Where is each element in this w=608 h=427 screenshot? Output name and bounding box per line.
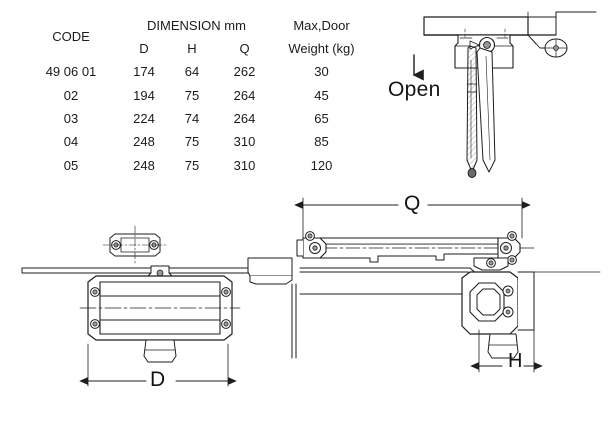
specification-table: CODE DIMENSION mm Max,Door D H Q Weight … (22, 14, 370, 177)
open-elevation-view (412, 11, 597, 178)
cell-d: 248 (133, 157, 155, 173)
cell-q: 264 (233, 110, 256, 126)
dimension-h-label: H (508, 350, 523, 372)
cell-code: 05 (63, 157, 79, 173)
cell-weight: 65 (314, 110, 329, 126)
table-row: 05 248 75 310 120 (22, 154, 370, 177)
cell-d: 174 (133, 64, 155, 80)
cell-weight: 85 (314, 134, 329, 150)
table-row: 49 06 01 174 64 262 30 (22, 61, 370, 84)
header-d: D (139, 41, 149, 57)
cell-q: 310 (233, 157, 256, 173)
cell-h: 75 (184, 134, 200, 150)
cell-d: 248 (133, 134, 155, 150)
table-header-row-1: CODE DIMENSION mm Max,Door (22, 14, 370, 43)
cell-q: 310 (233, 134, 256, 150)
cell-h: 75 (184, 87, 200, 103)
table-row: 03 224 74 264 65 (22, 107, 370, 130)
header-dimension: DIMENSION mm (147, 17, 246, 33)
table-row: 02 194 75 264 45 (22, 84, 370, 107)
dimension-h (470, 329, 543, 373)
dimension-d-label: D (150, 368, 166, 391)
cell-code: 49 06 01 (45, 64, 97, 80)
cell-weight: 45 (314, 87, 329, 103)
bracket-detail (102, 225, 168, 265)
closer-body-view (21, 225, 297, 387)
header-max-door: Max,Door (293, 17, 350, 33)
dimension-q-label: Q (404, 192, 421, 215)
cell-q: 262 (233, 64, 256, 80)
table-row: 04 248 75 310 85 (22, 130, 370, 153)
cell-code: 03 (63, 110, 79, 126)
table-header-row-2: D H Q Weight (kg) (22, 37, 370, 60)
header-weight: Weight (kg) (288, 41, 355, 57)
cell-d: 224 (133, 110, 155, 126)
cell-d: 194 (133, 87, 155, 103)
cell-code: 02 (63, 87, 79, 103)
open-label: Open (388, 78, 441, 101)
cell-h: 64 (184, 64, 200, 80)
cell-weight: 120 (310, 157, 333, 173)
cell-h: 75 (184, 157, 200, 173)
header-h: H (187, 41, 197, 57)
header-code: CODE (52, 29, 90, 45)
header-q: Q (239, 41, 250, 57)
cell-q: 264 (233, 87, 256, 103)
cell-code: 04 (63, 134, 79, 150)
cell-weight: 30 (314, 64, 329, 80)
arm-assembly-view (294, 197, 601, 373)
cell-h: 74 (184, 110, 200, 126)
